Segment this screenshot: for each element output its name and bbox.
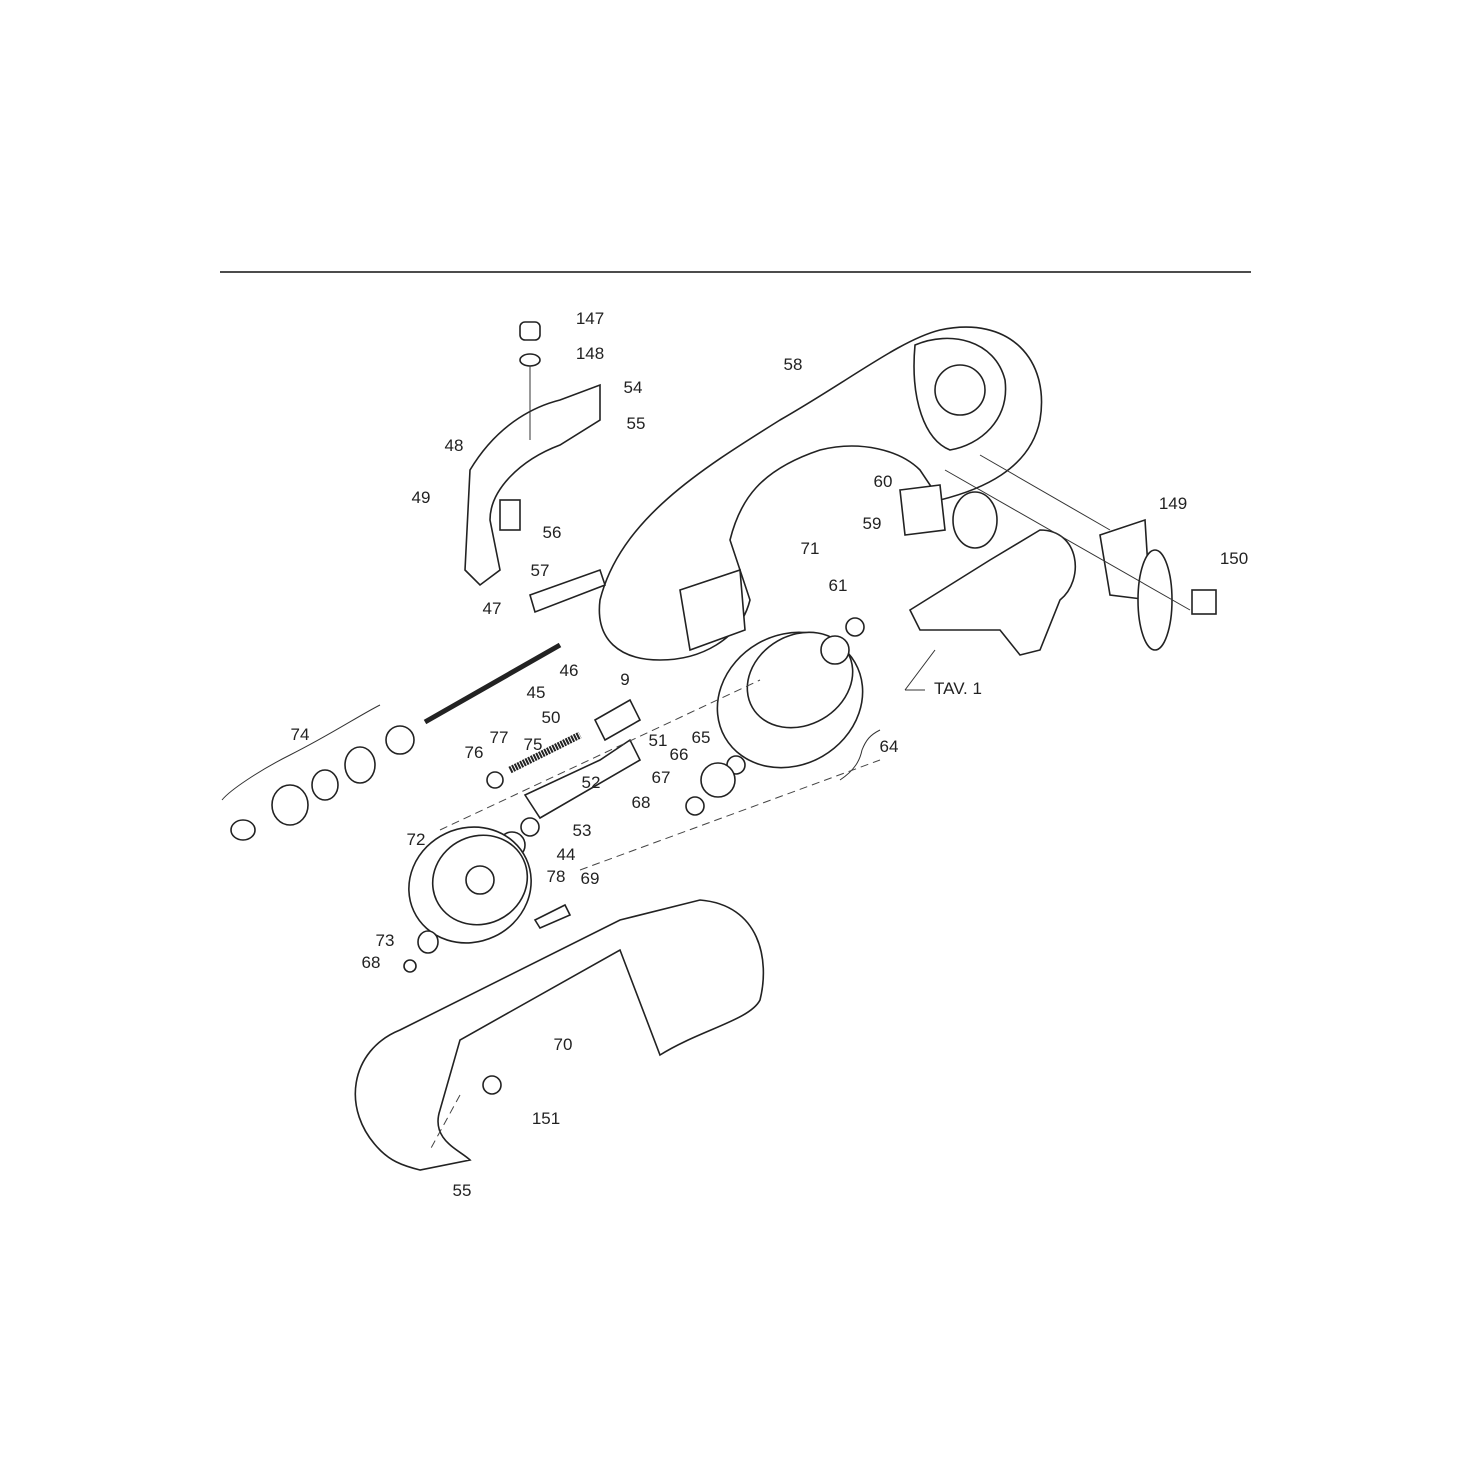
part-label: 66 <box>670 745 689 764</box>
part-150 <box>1191 589 1217 615</box>
part-148 <box>519 353 541 367</box>
part-label: 148 <box>576 344 604 363</box>
part-label: 59 <box>863 514 882 533</box>
part-label: 52 <box>582 773 601 792</box>
part-labels: 147 148 54 55 48 49 56 58 60 59 71 149 150 57 47 61 46 45… <box>291 309 1249 1200</box>
part-label: 64 <box>880 737 899 756</box>
part-label: 50 <box>542 708 561 727</box>
part-label: 74 <box>291 725 310 744</box>
part-label: 56 <box>543 523 562 542</box>
part-label: 54 <box>624 378 643 397</box>
part-label: 72 <box>407 830 426 849</box>
part-assembly-74 <box>221 704 415 841</box>
part-label: 9 <box>620 670 629 689</box>
part-label: 46 <box>560 661 579 680</box>
part-label: 45 <box>527 683 546 702</box>
part-label: 51 <box>649 731 668 750</box>
part-149-flange <box>1137 549 1173 651</box>
part-cover-70 <box>354 899 765 1171</box>
part-label: 147 <box>576 309 604 328</box>
part-label: 149 <box>1159 494 1187 513</box>
part-label: 70 <box>554 1035 573 1054</box>
part-label: 69 <box>581 869 600 888</box>
part-label: 57 <box>531 561 550 580</box>
part-label: 78 <box>547 867 566 886</box>
part-label: 150 <box>1220 549 1248 568</box>
part-label: 68 <box>362 953 381 972</box>
part-label: 61 <box>829 576 848 595</box>
part-label: 58 <box>784 355 803 374</box>
part-rod-45 <box>423 642 562 725</box>
part-label: 60 <box>874 472 893 491</box>
part-wheel-72 <box>408 826 532 944</box>
part-label: 68 <box>632 793 651 812</box>
part-label: 49 <box>412 488 431 507</box>
part-52 <box>523 738 642 820</box>
part-label: 73 <box>376 931 395 950</box>
part-base-tav1 <box>908 529 1077 656</box>
part-label: 55 <box>453 1181 472 1200</box>
part-frame-58 <box>598 326 1043 661</box>
part-label: 77 <box>490 728 509 747</box>
part-label: 75 <box>524 735 543 754</box>
part-label: 48 <box>445 436 464 455</box>
part-label: 151 <box>532 1109 560 1128</box>
part-label: 76 <box>465 743 484 762</box>
part-disc <box>952 491 998 549</box>
reference-label: TAV. 1 <box>934 679 982 698</box>
part-57 <box>529 568 607 614</box>
part-label: 71 <box>801 539 820 558</box>
part-label: 53 <box>573 821 592 840</box>
part-51 <box>593 698 642 742</box>
part-label: 47 <box>483 599 502 618</box>
part-label: 67 <box>652 768 671 787</box>
part-wheel-64 <box>716 617 881 781</box>
part-label: 65 <box>692 728 711 747</box>
part-56 <box>499 499 521 531</box>
part-147 <box>519 321 541 341</box>
part-spring-75 <box>508 731 582 774</box>
part-label: 44 <box>557 845 576 864</box>
part-handle-48 <box>464 383 601 587</box>
part-label: 55 <box>627 414 646 433</box>
part-69 <box>533 903 572 930</box>
